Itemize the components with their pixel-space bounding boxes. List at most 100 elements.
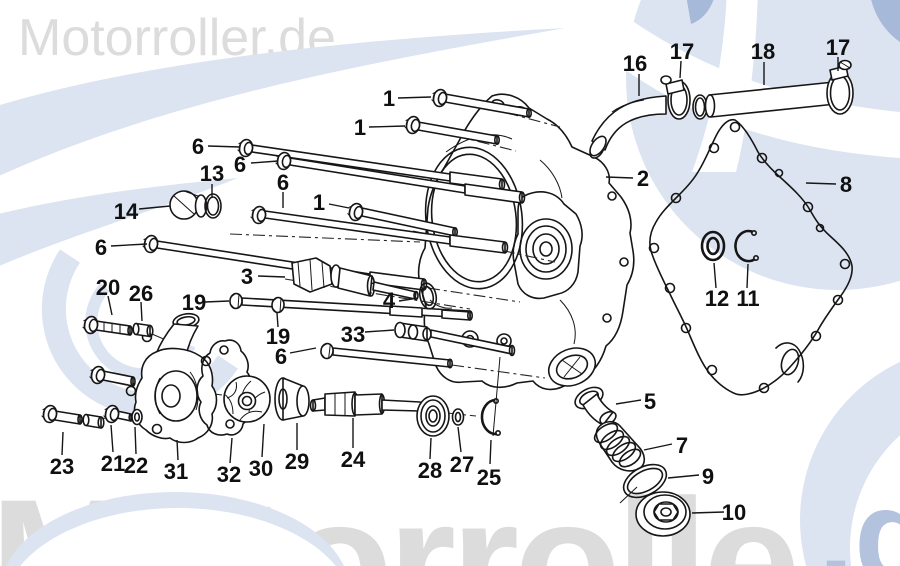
leader-line-11 (746, 263, 749, 289)
callout-label-1: 1 (313, 190, 325, 215)
callout-label-12: 12 (705, 286, 729, 311)
part-29-mechanical-seal (274, 377, 310, 421)
leader-line-5 (615, 399, 642, 405)
callout-label-19: 19 (266, 324, 290, 349)
callout-label-8: 8 (840, 172, 852, 197)
bolt-6d (140, 233, 428, 291)
part-14-plug (169, 190, 208, 220)
callout-label-33: 33 (341, 322, 365, 347)
callout-label-9: 9 (702, 464, 714, 489)
part-24-pump-shaft (309, 391, 426, 417)
leader-line-14 (138, 205, 171, 210)
callout-label-3: 3 (241, 264, 253, 289)
part-22-washer (131, 408, 143, 426)
bolt-20 (81, 314, 133, 336)
callout-label-14: 14 (114, 199, 139, 224)
callout-label-6: 6 (192, 134, 204, 159)
callout-label-32: 32 (217, 462, 241, 487)
callout-label-23: 23 (50, 454, 74, 479)
callout-label-2: 2 (637, 166, 649, 191)
leader-line-1 (368, 125, 406, 128)
part-10-cap (635, 491, 691, 537)
part-25-circlip (480, 397, 501, 436)
part-30-impeller (223, 375, 271, 423)
leader-line-31 (176, 439, 179, 461)
leader-line-32 (229, 437, 233, 464)
leader-line-33 (364, 329, 395, 333)
leader-line-25 (489, 439, 492, 465)
leader-line-4 (398, 297, 419, 302)
leader-line-17 (679, 60, 682, 79)
leader-line-27 (457, 426, 462, 453)
leader-line-21 (110, 424, 114, 453)
callout-label-24: 24 (341, 447, 366, 472)
leader-line-6 (207, 145, 241, 148)
leader-line-7 (643, 443, 673, 451)
bolt-6c (248, 204, 509, 254)
callout-label-1: 1 (354, 115, 366, 140)
leader-line-22 (134, 426, 137, 455)
bolt-1b (402, 114, 500, 146)
callout-label-26: 26 (129, 281, 153, 306)
part-7-bellows (593, 420, 646, 472)
part-31-pump-housing (125, 312, 218, 444)
callout-label-19: 19 (182, 290, 206, 315)
callout-label-6: 6 (95, 235, 107, 260)
callout-label-6: 6 (234, 152, 246, 177)
part-13-o-ring (204, 193, 222, 219)
callout-label-30: 30 (249, 456, 273, 481)
bolt-mid-left (87, 364, 136, 387)
stud-with-nut-6e (319, 342, 453, 369)
part-16-water-hose (589, 95, 667, 157)
part-17-hose-clamp-left (660, 75, 691, 120)
bolt-1a (429, 87, 532, 119)
leader-line-12 (713, 262, 717, 289)
bolt-21 (101, 403, 134, 425)
bolt-23 (39, 403, 83, 425)
leader-line-1 (328, 203, 350, 209)
leader-line-10 (691, 511, 725, 514)
callout-label-6: 6 (277, 170, 289, 195)
part-28-bearing (416, 395, 450, 437)
leader-line-9 (667, 474, 700, 479)
callout-label-28: 28 (418, 458, 442, 483)
leader-line-6 (110, 243, 148, 247)
part-27-washer (451, 408, 465, 426)
part-26-sleeve (132, 322, 154, 338)
part-12-oil-seal (700, 230, 726, 262)
leader-line-8 (805, 182, 837, 185)
callout-label-11: 11 (736, 286, 759, 311)
callout-label-20: 20 (96, 275, 120, 300)
callout-label-25: 25 (477, 465, 501, 490)
part-32-pump-gasket (196, 339, 253, 436)
stud-with-nuts-19 (228, 292, 473, 321)
callout-label-7: 7 (676, 433, 688, 458)
leader-line-6 (289, 347, 317, 354)
callout-label-27: 27 (450, 452, 474, 477)
bolt-33 (394, 321, 516, 357)
callout-label-16: 16 (623, 51, 647, 76)
callout-label-4: 4 (383, 288, 396, 313)
callout-label-31: 31 (164, 459, 188, 484)
leader-line-1 (397, 96, 432, 99)
leader-line-26 (140, 301, 143, 322)
leader-line-28 (429, 437, 432, 460)
leader-line-19 (276, 312, 279, 328)
callout-label-13: 13 (200, 161, 224, 186)
watermark-de-blue: .de (818, 462, 900, 566)
part-5-outlet-joint (574, 386, 617, 426)
leader-line-20 (107, 295, 113, 316)
callout-label-18: 18 (751, 39, 775, 64)
callout-label-6: 6 (275, 344, 287, 369)
part-8-cover-gasket (648, 118, 853, 396)
part-4-o-ring (418, 282, 438, 310)
callout-label-29: 29 (285, 449, 309, 474)
leader-line-30 (261, 423, 265, 458)
leader-line-2 (605, 176, 634, 179)
leader-line-19 (204, 300, 230, 303)
leader-line-6 (250, 160, 279, 164)
leader-line-23 (61, 431, 64, 456)
part-17-hose-clamp-right (826, 59, 854, 115)
